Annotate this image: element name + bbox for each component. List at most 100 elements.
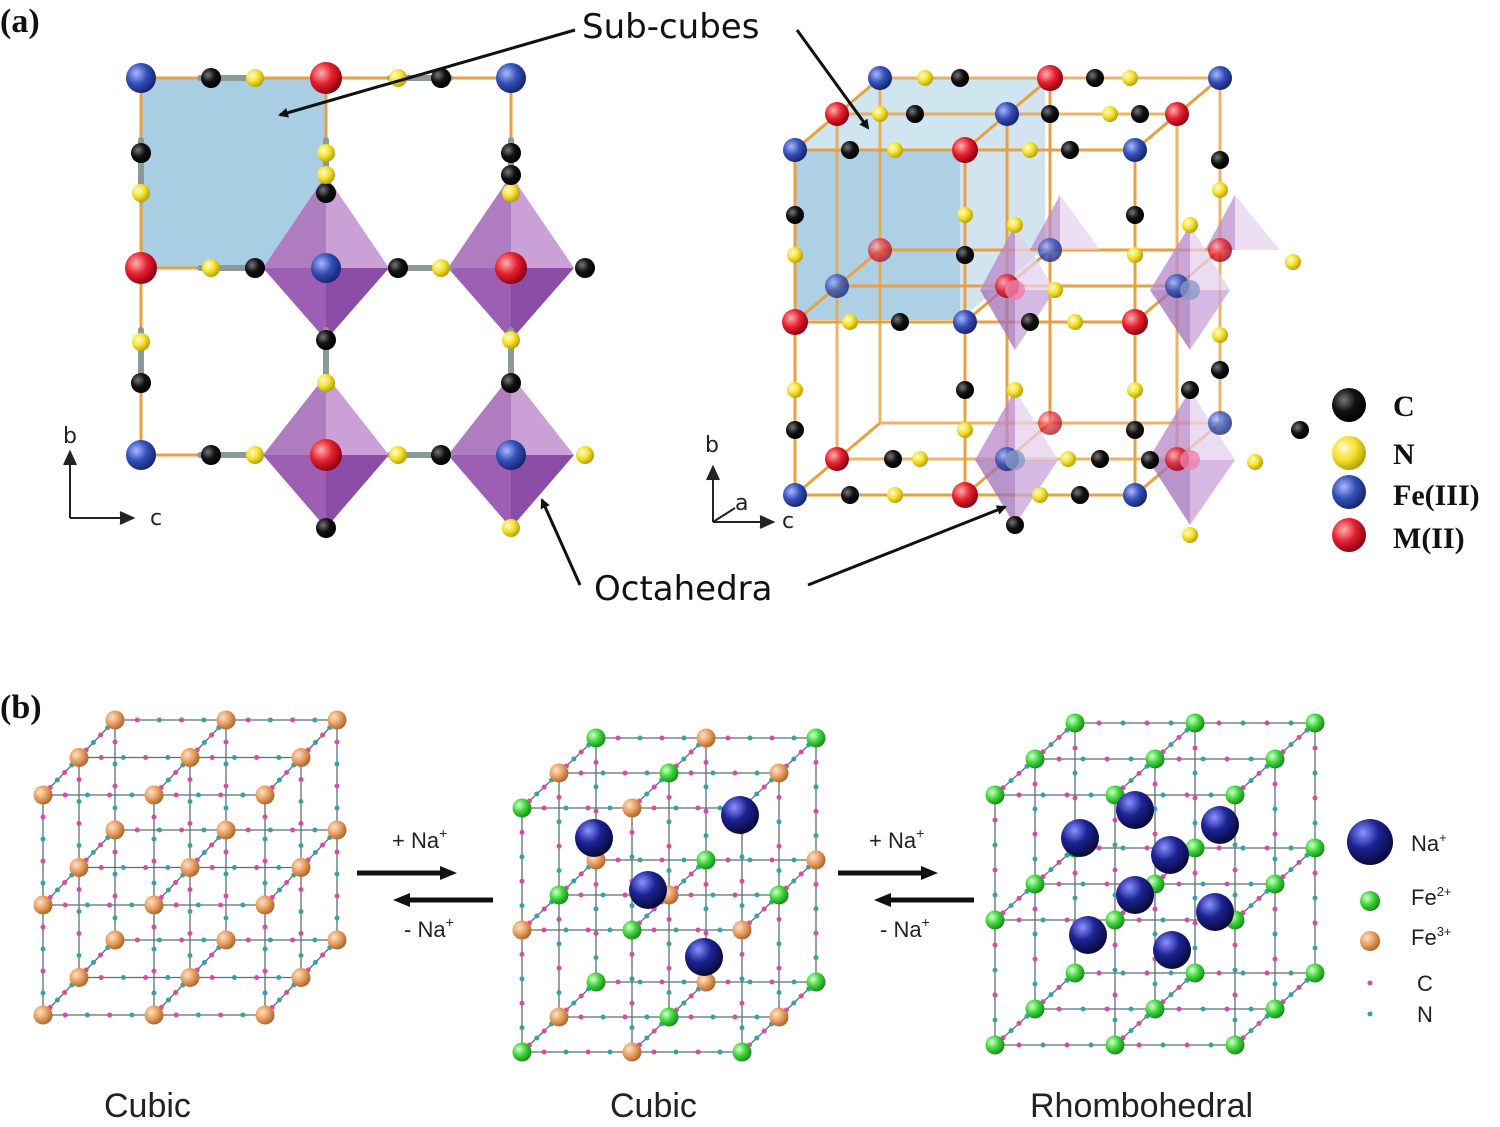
- legend-label-m2: M(II): [1393, 522, 1465, 555]
- nitrogen-atom: [666, 941, 672, 947]
- carbon-atom: [112, 849, 118, 855]
- carbon-atom: [262, 858, 268, 864]
- nitrogen-atom: [1168, 720, 1174, 726]
- framework-iron-sites: [512, 728, 826, 1062]
- carbon-atom: [615, 979, 621, 985]
- carbon-atom: [62, 1012, 68, 1018]
- nitrogen-atom: [681, 878, 687, 884]
- nitrogen-atom: [240, 1012, 246, 1018]
- carbon-atom: [1104, 881, 1110, 887]
- fe2-ion: [985, 785, 1005, 805]
- carbon-atom: [151, 968, 157, 974]
- carbon-atom: [209, 842, 215, 848]
- rhombohedral-framework: [985, 713, 1325, 1055]
- carbon-atom: [1176, 1006, 1182, 1012]
- nitrogen-atom: [1128, 1028, 1134, 1034]
- nitrogen-atom: [112, 915, 118, 921]
- nitrogen-atom: [156, 827, 162, 833]
- carbon-atom: [1232, 867, 1238, 873]
- carbon-atom: [732, 1014, 738, 1020]
- carbon-atom: [1224, 1006, 1230, 1012]
- fe3-ion: [622, 1042, 642, 1062]
- carbon-atom: [519, 1000, 525, 1006]
- nitrogen-atom: [312, 937, 318, 943]
- nitrogen-atom: [187, 843, 193, 848]
- carbon-atom: [1176, 734, 1182, 740]
- carbon-atom: [1312, 745, 1318, 751]
- carbon-atom: [151, 924, 157, 930]
- carbon-atom: [1136, 1042, 1142, 1048]
- carbon-atom: [1056, 756, 1062, 762]
- nitrogen-atom: [754, 892, 760, 898]
- carbon-atom: [769, 979, 775, 985]
- nitrogen-atom: [90, 740, 96, 745]
- carbon-atom: [284, 770, 290, 775]
- nitrogen-atom: [334, 871, 340, 877]
- nitrogen-atom: [1192, 945, 1198, 951]
- nitrogen-atom: [40, 946, 46, 952]
- nitrogen-atom: [754, 913, 760, 919]
- fe2-ion: [586, 972, 606, 992]
- nitrogen-atom: [593, 955, 599, 961]
- arrow-sub-cubes-right: [795, 29, 870, 130]
- carbon-atom: [541, 1049, 547, 1055]
- nitrogen-atom: [1232, 892, 1238, 898]
- carbon-atom: [541, 1028, 547, 1034]
- nitrogen-atom: [240, 902, 246, 908]
- fe2-ion: [1025, 999, 1045, 1019]
- carbon-atom: [1056, 734, 1062, 740]
- carbon-atom: [218, 1012, 224, 1018]
- carbon-atom: [1296, 734, 1302, 740]
- carbon-atom: [769, 735, 775, 741]
- caption-cubic-2: Cubic: [610, 1087, 697, 1125]
- fe3-ion: [69, 968, 89, 987]
- carbon-atom: [209, 755, 215, 760]
- carbon-atom: [1232, 942, 1238, 948]
- nitrogen-atom: [54, 777, 60, 783]
- nitrogen-atom: [223, 805, 229, 811]
- carbon-atom: [173, 792, 179, 798]
- nitrogen-atom: [151, 990, 157, 996]
- fe2-ion: [1065, 713, 1085, 733]
- carbon-atom: [98, 865, 104, 870]
- carbon-atom: [223, 783, 229, 789]
- fe2-ion: [1185, 838, 1205, 858]
- carbon-atom: [1064, 1042, 1070, 1048]
- carbon-atom: [98, 755, 104, 760]
- nitrogen-atom: [629, 854, 635, 860]
- carbon-atom: [695, 927, 701, 933]
- carbon-atom: [1232, 992, 1238, 998]
- nitrogen-atom: [156, 937, 162, 943]
- carbon-atom: [622, 892, 628, 898]
- carbon-atom: [578, 993, 584, 999]
- carbon-atom: [703, 930, 709, 936]
- nitrogen-atom: [334, 805, 340, 811]
- carbon-atom: [585, 927, 591, 933]
- nitrogen-atom: [1160, 917, 1166, 923]
- carbon-atom: [218, 902, 224, 908]
- nitrogen-atom: [76, 953, 82, 958]
- carbon-atom: [40, 858, 46, 864]
- nitrogen-atom: [1288, 970, 1294, 976]
- carbon-atom: [1184, 1042, 1190, 1048]
- nitrogen-atom: [1288, 992, 1294, 998]
- framework-ligands: [40, 717, 340, 1018]
- carbon-atom: [1072, 870, 1078, 876]
- nitrogen-atom: [165, 975, 171, 980]
- nitrogen-atom: [1192, 770, 1198, 776]
- carbon-atom: [732, 892, 738, 898]
- carbon-atom: [1112, 867, 1118, 873]
- carbon-atom: [298, 931, 304, 936]
- carbon-atom: [1136, 770, 1142, 776]
- nitrogen-atom: [710, 892, 716, 898]
- nitrogen-atom: [776, 990, 782, 996]
- nitrogen-atom: [1200, 1006, 1206, 1012]
- carbon-atom: [62, 792, 68, 798]
- fe2-ion: [1065, 963, 1085, 983]
- nitrogen-atom: [151, 836, 157, 842]
- nitrogen-atom: [1080, 756, 1086, 762]
- carbon-atom: [703, 808, 709, 814]
- nitrogen-atom: [1248, 903, 1254, 909]
- carbon-atom: [1272, 781, 1278, 787]
- fe3-ion: [216, 930, 236, 950]
